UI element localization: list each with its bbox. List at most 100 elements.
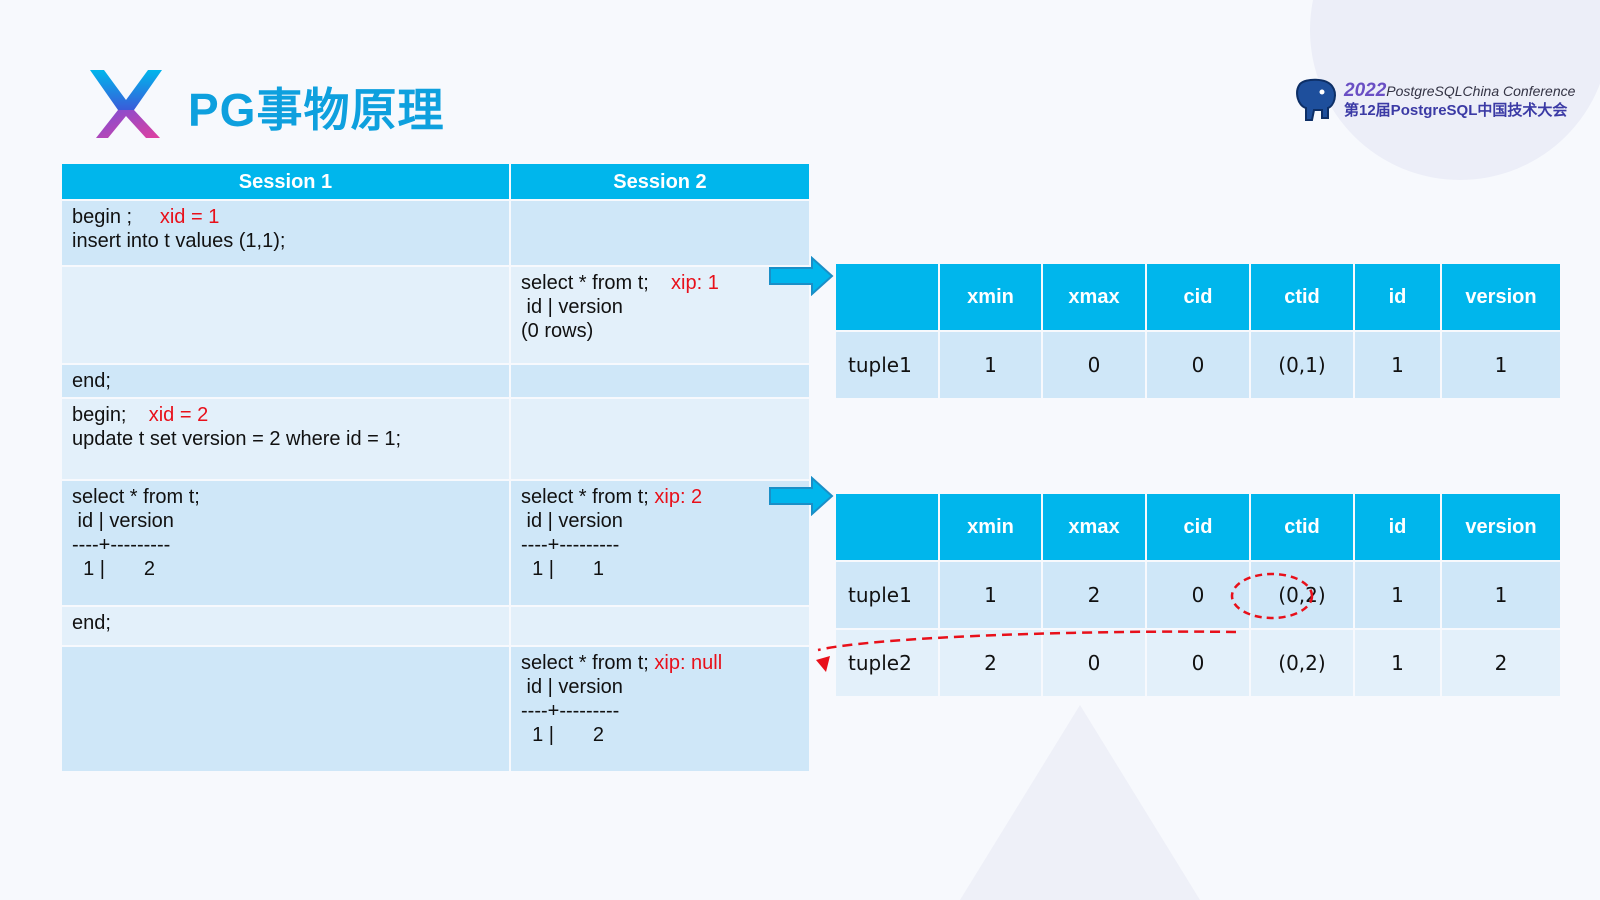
code-text: select * from t; — [72, 486, 200, 508]
tuple-value: 1 — [1442, 562, 1560, 628]
tuple-value: 0 — [1043, 332, 1145, 398]
code-line: 1 | 2 — [521, 723, 799, 747]
tuple-value: 0 — [1043, 630, 1145, 696]
session2-cell: select * from t; xip: 2 id | version----… — [511, 481, 809, 605]
code-text: begin ; — [72, 206, 160, 228]
tuple-column-header: id — [1355, 494, 1440, 560]
tuple-value: 1 — [940, 562, 1041, 628]
session1-cell — [62, 647, 509, 771]
tuple-column-header: cid — [1147, 264, 1249, 330]
code-text: 1 | 1 — [521, 558, 605, 580]
session-row: select * from t; xip: null id | version-… — [62, 647, 809, 771]
code-text: id | version — [521, 676, 623, 698]
transaction-id-annotation: xip: null — [654, 652, 723, 674]
code-text: 1 | 2 — [72, 558, 156, 580]
tuple-value: 2 — [1043, 562, 1145, 628]
code-text: id | version — [521, 296, 623, 318]
code-line: id | version — [521, 509, 799, 533]
code-line: select * from t; xip: 1 — [521, 271, 799, 295]
brand-logo-icon — [90, 70, 162, 138]
tuple-value: (0,2) — [1251, 630, 1353, 696]
tuple-column-header: xmax — [1043, 494, 1145, 560]
code-line: ----+--------- — [521, 533, 799, 557]
session2-cell — [511, 365, 809, 397]
session-row: select * from t; xip: 1 id | version(0 r… — [62, 267, 809, 363]
code-line: 1 | 1 — [521, 557, 799, 581]
code-line: (0 rows) — [521, 319, 799, 343]
code-line: select * from t; xip: null — [521, 651, 799, 675]
code-line: id | version — [72, 509, 499, 533]
code-text: select * from t; — [521, 652, 655, 674]
code-text: select * from t; — [521, 272, 672, 294]
code-line: select * from t; xip: 2 — [521, 485, 799, 509]
tuple-label: tuple1 — [836, 332, 938, 398]
tuple-value: 1 — [1355, 630, 1440, 696]
session2-header: Session 2 — [511, 164, 809, 199]
decorative-triangle — [960, 705, 1200, 900]
tuple-value: (0,1) — [1251, 332, 1353, 398]
tuple-column-header: xmin — [940, 264, 1041, 330]
code-text: ----+--------- — [521, 700, 620, 722]
transaction-id-annotation: xip: 1 — [671, 272, 719, 294]
code-text: ----+--------- — [521, 534, 620, 556]
tuple-column-header — [836, 494, 938, 560]
session2-cell — [511, 201, 809, 265]
tuple-value: 0 — [1147, 630, 1249, 696]
code-line: ----+--------- — [521, 699, 799, 723]
conference-line1: PostgreSQLChina Conference — [1386, 82, 1576, 99]
tuple-column-header: version — [1442, 264, 1560, 330]
session2-cell — [511, 607, 809, 645]
code-text: end; — [72, 612, 111, 634]
code-line: end; — [72, 369, 499, 393]
session1-cell: end; — [62, 365, 509, 397]
tuple-value: (0,2) — [1251, 562, 1353, 628]
tuple-column-header: cid — [1147, 494, 1249, 560]
code-line: end; — [72, 611, 499, 635]
code-line: begin ; xid = 1 — [72, 205, 499, 229]
transaction-id-annotation: xip: 2 — [654, 486, 703, 508]
code-text: update t set version = 2 where id = 1; — [72, 428, 402, 450]
code-text: begin; — [72, 404, 149, 426]
right-arrow-icon — [769, 256, 834, 296]
code-text: id | version — [521, 510, 623, 532]
tuple-value: 1 — [1442, 332, 1560, 398]
tuple-value: 0 — [1147, 562, 1249, 628]
code-text: (0 rows) — [521, 320, 594, 342]
right-arrow-icon — [769, 476, 834, 516]
conference-line2: 第12届PostgreSQL中国技术大会 — [1344, 102, 1568, 120]
code-line: update t set version = 2 where id = 1; — [72, 427, 499, 451]
code-text: insert into t values (1,1); — [72, 230, 286, 252]
tuple-value: 1 — [940, 332, 1041, 398]
code-line: ----+--------- — [72, 533, 499, 557]
session1-cell — [62, 267, 509, 363]
code-text: ----+--------- — [72, 534, 171, 556]
code-text: end; — [72, 370, 111, 392]
tuple-value: 2 — [940, 630, 1041, 696]
tuple-column-header: ctid — [1251, 264, 1353, 330]
tuple-column-header: ctid — [1251, 494, 1353, 560]
code-line: begin; xid = 2 — [72, 403, 499, 427]
page-title: PG事物原理 — [188, 84, 445, 136]
tuple-column-header: id — [1355, 264, 1440, 330]
session2-cell: select * from t; xip: null id | version-… — [511, 647, 809, 771]
code-text: select * from t; — [521, 486, 655, 508]
tuple-column-header — [836, 264, 938, 330]
code-line: select * from t; — [72, 485, 499, 509]
code-line: 1 | 2 — [72, 557, 499, 581]
tuple-value: 2 — [1442, 630, 1560, 696]
tuple-column-header: xmax — [1043, 264, 1145, 330]
tuple-value: 1 — [1355, 332, 1440, 398]
code-text: 1 | 2 — [521, 724, 605, 746]
code-line: id | version — [521, 295, 799, 319]
session-row: select * from t; id | version----+------… — [62, 481, 809, 605]
